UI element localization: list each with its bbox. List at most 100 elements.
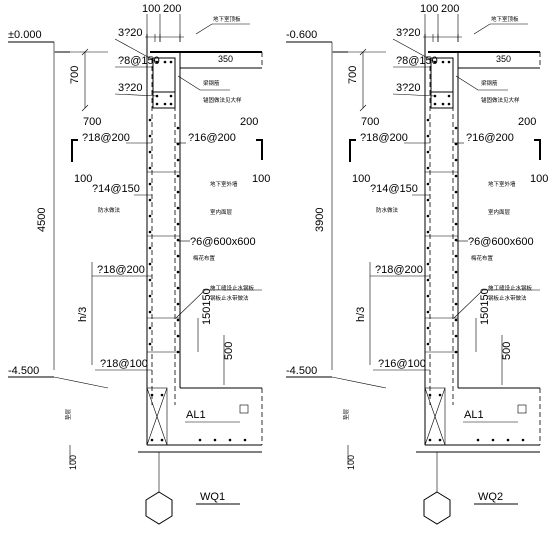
elevation-bottom: -4.500: [8, 365, 39, 377]
footing-cage: [146, 387, 168, 446]
rebar-dot: [454, 158, 458, 162]
elev-leader: [53, 376, 109, 389]
rebar-dot: [176, 270, 180, 274]
rebar-dot: [454, 254, 458, 258]
dim-700: 700: [347, 66, 359, 84]
footing-bar-dot: [213, 438, 217, 442]
note-floor-slab: 地下室顶板: [213, 15, 241, 23]
rebar-dot: [176, 158, 180, 162]
note-tie: 梅花布置: [193, 254, 216, 262]
leader: [453, 289, 540, 319]
elevation-bottom: -4.500: [286, 365, 317, 377]
dim-150-150: 150150: [479, 288, 491, 325]
dim-100: 100: [68, 455, 78, 470]
rebar-dot: [176, 318, 180, 322]
label-top-main-bars: 3?20: [396, 27, 420, 39]
note-outer-wall: 地下室外墙: [488, 180, 516, 188]
note-joint-detail: 钢板止水带做法: [488, 294, 527, 302]
rebar-dot: [454, 238, 458, 242]
rebar-dot: [454, 174, 458, 178]
rebar-dot: [176, 142, 180, 146]
leader: [392, 93, 436, 97]
label-footing: AL1: [464, 409, 484, 421]
label-top-stirrup: ?8@150: [118, 55, 160, 67]
label-outer-vertical: ?16@200: [466, 132, 514, 144]
leader: [392, 38, 436, 63]
rebar-dot: [176, 238, 180, 242]
rebar-dot: [426, 326, 430, 330]
rebar-dot: [426, 262, 430, 266]
dim-tick: [359, 48, 367, 56]
rebar-dot: [148, 134, 152, 138]
note-beam-rebar: 梁钢筋: [203, 79, 220, 87]
mid-beam-stirrup: [430, 91, 454, 109]
wall-title: WQ1: [200, 491, 225, 503]
rebar-dot: [176, 174, 180, 178]
rebar-dot: [454, 350, 458, 354]
rebar-dot: [176, 286, 180, 290]
rebar-dot: [148, 278, 152, 282]
hook-sketch-right: [534, 139, 541, 160]
footing-bar-dot: [243, 438, 247, 442]
rebar-dot: [148, 198, 152, 202]
label-inner-vertical: ?18@200: [82, 132, 130, 144]
label-base: 垫层: [64, 408, 72, 420]
rebar-dot: [148, 342, 152, 346]
rebar-dot: [148, 118, 152, 122]
note-beam-detail: 锚固做法见大样: [481, 96, 520, 104]
rebar-dot: [454, 190, 458, 194]
dim-tick: [359, 104, 367, 112]
footing-bar-dot: [521, 438, 525, 442]
beam-bar-dot: [169, 94, 173, 98]
footing-cage: [424, 387, 446, 446]
rebar-dot: [454, 270, 458, 274]
rebar-dot: [454, 302, 458, 306]
label-outer-vertical: ?16@200: [188, 132, 236, 144]
hook-200: 200: [518, 116, 536, 128]
beam-bar-dot: [163, 102, 167, 106]
rebar-dot: [148, 166, 152, 170]
note-floor-slab: 地下室顶板: [491, 15, 519, 23]
footing-bar-dot: [150, 438, 154, 442]
note-construction-joint: 施工缝设止水钢板: [488, 284, 533, 292]
rebar-dot: [426, 230, 430, 234]
label-lower-vertical: ?18@200: [375, 264, 423, 276]
label-bottom-vertical: ?18@100: [100, 358, 148, 370]
rebar-dot: [176, 254, 180, 258]
footing-bar-dot: [228, 438, 232, 442]
note-inner-face: 室内面层: [488, 208, 511, 216]
note-waterproof: 防水做法: [376, 206, 399, 214]
footing-bar-mark: [517, 404, 527, 414]
beam-bar-dot: [155, 102, 159, 106]
footing-bar-mark: [239, 404, 249, 414]
dim-top-100: 100: [142, 3, 160, 15]
rebar-dot: [426, 182, 430, 186]
rebar-dot: [176, 334, 180, 338]
note-tie: 梅花布置: [471, 254, 494, 262]
beam-bar-dot: [447, 60, 451, 64]
rebar-dot: [426, 342, 430, 346]
hook-200: 200: [240, 116, 258, 128]
rebar-dot: [148, 262, 152, 266]
footing-bar-dot: [428, 438, 432, 442]
dim-350: 350: [496, 54, 511, 64]
note-waterproof: 防水做法: [98, 206, 121, 214]
beam-bar-dot: [441, 102, 445, 106]
label-bottom-vertical: ?16@100: [378, 358, 426, 370]
leader: [114, 38, 158, 63]
rebar-dot: [148, 326, 152, 330]
dim-top-200: 200: [163, 3, 181, 15]
rebar-dot: [454, 286, 458, 290]
footing-bar-dot: [438, 438, 442, 442]
label-horizontal-bars: ?14@150: [92, 183, 140, 195]
hook-sketch-left: [71, 139, 78, 162]
footing-bar-dot: [491, 438, 495, 442]
rebar-dot: [148, 214, 152, 218]
hook-sketch-left: [349, 139, 356, 162]
beam-bar-dot: [441, 60, 445, 64]
note-outer-wall: 地下室外墙: [210, 180, 238, 188]
beam-bar-dot: [169, 102, 173, 106]
note-beam-rebar: 梁钢筋: [481, 79, 498, 87]
axis-bubble: [423, 491, 451, 525]
